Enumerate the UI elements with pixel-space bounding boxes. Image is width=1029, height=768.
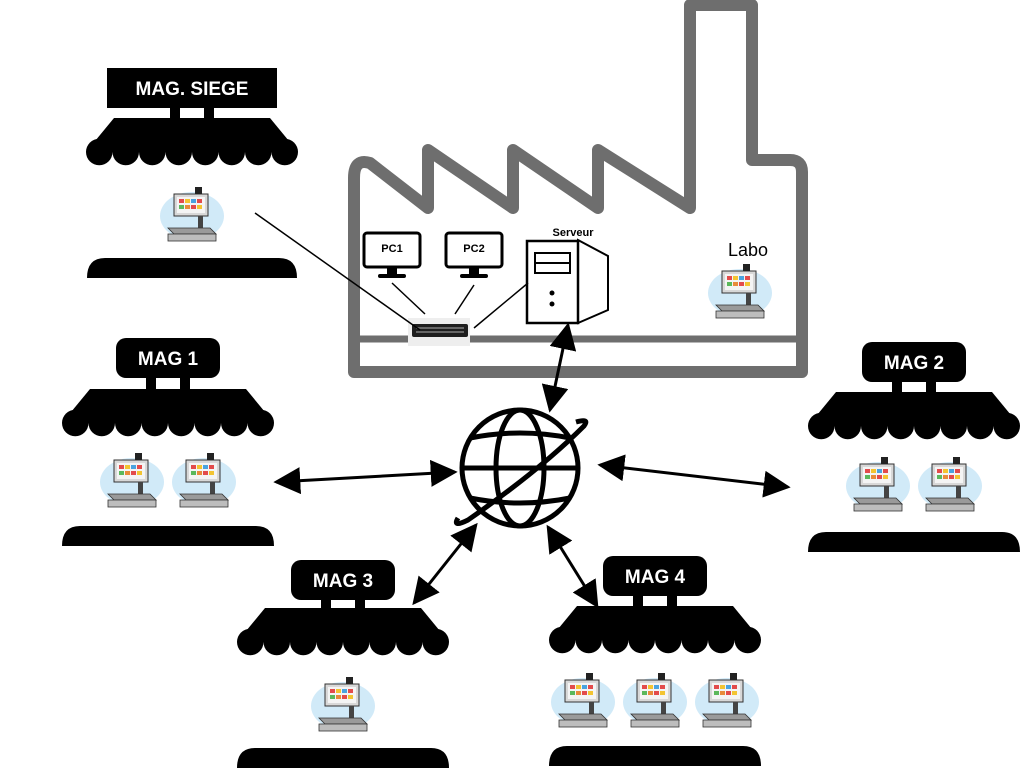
store-name: MAG 1 <box>138 349 199 370</box>
store-3: MAG 3 <box>237 560 449 768</box>
store-counter <box>237 748 449 768</box>
arrow-server <box>541 322 577 413</box>
store-name: MAG. SIEGE <box>136 79 249 100</box>
store-sign <box>107 68 277 108</box>
store-sign <box>291 560 395 600</box>
pc1: PC1 <box>362 231 422 280</box>
pc1-label: PC1 <box>381 243 402 255</box>
store-awning <box>237 608 449 642</box>
scale-terminal-icon <box>171 452 237 508</box>
scale-terminal-icon <box>550 672 616 728</box>
stores: MAG. SIEGE MAG 1 MAG 2 MAG 3 MAG 4 <box>62 68 1020 768</box>
store-awning <box>549 606 761 640</box>
arrow-mag4 <box>546 524 599 609</box>
arrow-mag2 <box>597 454 791 498</box>
store-sign <box>116 338 220 378</box>
pc2: PC2 <box>444 231 504 280</box>
store-name: MAG 4 <box>625 567 686 588</box>
scale-terminal-icon <box>694 672 760 728</box>
store-awning <box>62 389 274 423</box>
arrow-mag3 <box>412 522 478 606</box>
store-name: MAG 3 <box>313 571 373 592</box>
store-4: MAG 4 <box>549 556 761 766</box>
scale-terminal-icon <box>159 186 225 242</box>
connection-arrows <box>273 322 791 609</box>
store-1: MAG 1 <box>62 338 274 546</box>
lan-cables <box>254 212 529 331</box>
globe-icon <box>453 407 589 529</box>
scale-terminal-icon <box>845 456 911 512</box>
store-sign <box>862 342 966 382</box>
store-2: MAG 2 <box>808 342 1020 552</box>
store-counter <box>87 258 297 278</box>
lab: Labo <box>707 240 773 319</box>
store-name: MAG 2 <box>884 353 944 374</box>
store-sign <box>603 556 707 596</box>
scale-terminal-icon <box>622 672 688 728</box>
store-counter <box>549 746 761 766</box>
server: Serveur <box>525 227 609 325</box>
store-counter <box>808 532 1020 552</box>
scale-terminal-icon <box>310 676 376 732</box>
server-label: Serveur <box>553 227 595 239</box>
scale-terminal-icon <box>917 456 983 512</box>
lab-label: Labo <box>728 240 768 260</box>
store-counter <box>62 526 274 546</box>
network-switch <box>408 318 470 346</box>
arrow-mag1 <box>273 459 458 495</box>
store-siege: MAG. SIEGE <box>86 68 298 278</box>
pc2-label: PC2 <box>463 243 484 255</box>
scale-terminal-icon <box>99 452 165 508</box>
store-awning <box>808 392 1020 426</box>
store-awning <box>86 118 298 152</box>
